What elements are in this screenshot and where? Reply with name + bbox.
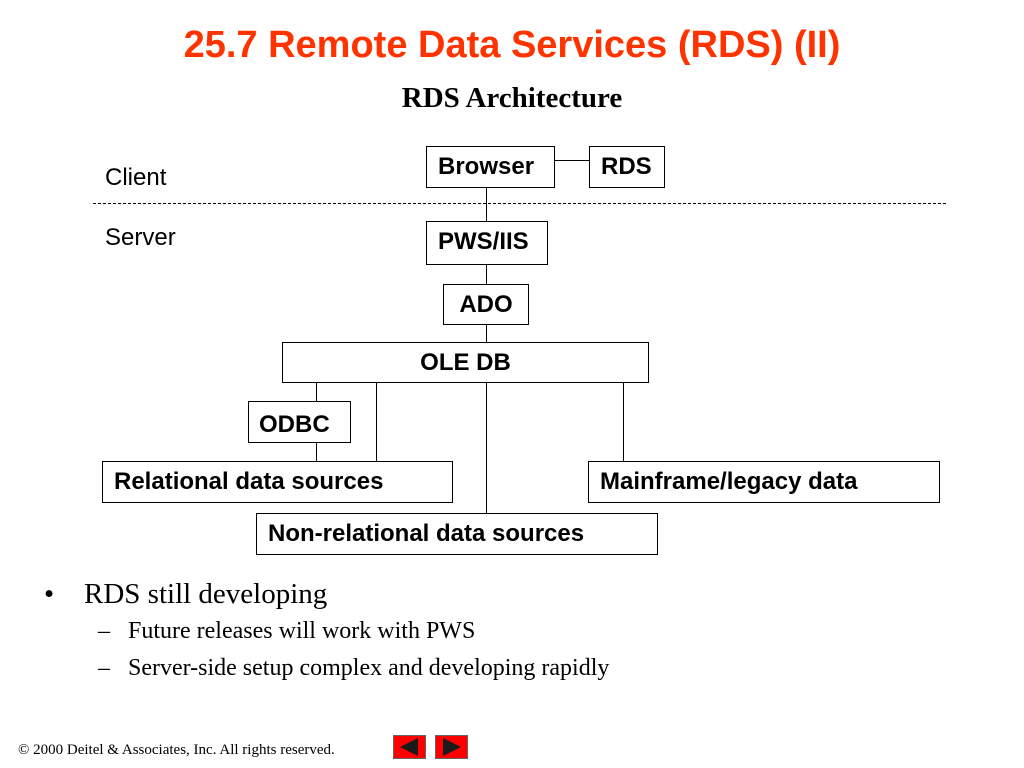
client-zone-label: Client xyxy=(105,164,167,191)
page-title: 25.7 Remote Data Services (RDS) (II) xyxy=(183,24,841,66)
pws-ado-connector xyxy=(486,265,487,284)
sub-bullet-text: Server-side setup complex and developing… xyxy=(128,655,610,681)
bullet-item: • RDS still developing xyxy=(44,578,609,618)
mainframe-legacy-data-box: Mainframe/legacy data xyxy=(588,461,940,503)
oledb-nonrelational-connector xyxy=(486,383,487,513)
next-arrow-icon xyxy=(436,736,467,758)
server-zone-label: Server xyxy=(105,224,176,251)
pws-iis-box: PWS/IIS xyxy=(426,221,548,265)
dash-marker: – xyxy=(98,618,110,644)
relational-data-sources-box: Relational data sources xyxy=(102,461,453,503)
ado-box: ADO xyxy=(443,284,529,325)
odbc-box: ODBC xyxy=(248,401,351,443)
non-relational-data-sources-box: Non-relational data sources xyxy=(256,513,658,555)
oledb-relational-connector xyxy=(376,383,377,461)
browser-box: Browser xyxy=(426,146,555,188)
client-server-divider xyxy=(93,203,946,204)
rds-box: RDS xyxy=(589,146,665,188)
bullet-list: • RDS still developing – Future releases… xyxy=(44,578,609,692)
next-slide-button[interactable] xyxy=(435,735,468,759)
sub-bullet-item: – Future releases will work with PWS xyxy=(44,618,609,655)
browser-rds-connector xyxy=(554,160,589,161)
sub-bullet-text: Future releases will work with PWS xyxy=(128,618,476,644)
dash-marker: – xyxy=(98,655,110,681)
diagram-subtitle: RDS Architecture xyxy=(401,82,623,114)
browser-pws-connector xyxy=(486,188,487,221)
prev-arrow-icon xyxy=(394,736,425,758)
oledb-box: OLE DB xyxy=(282,342,649,383)
ado-oledb-connector xyxy=(486,325,487,342)
copyright-footer: © 2000 Deitel & Associates, Inc. All rig… xyxy=(18,742,335,758)
bullet-text: RDS still developing xyxy=(84,578,328,610)
prev-slide-button[interactable] xyxy=(393,735,426,759)
oledb-mainframe-connector xyxy=(623,383,624,461)
odbc-relational-connector xyxy=(316,443,317,461)
bullet-marker: • xyxy=(44,578,55,610)
oledb-odbc-connector xyxy=(316,383,317,401)
sub-bullet-item: – Server-side setup complex and developi… xyxy=(44,655,609,692)
